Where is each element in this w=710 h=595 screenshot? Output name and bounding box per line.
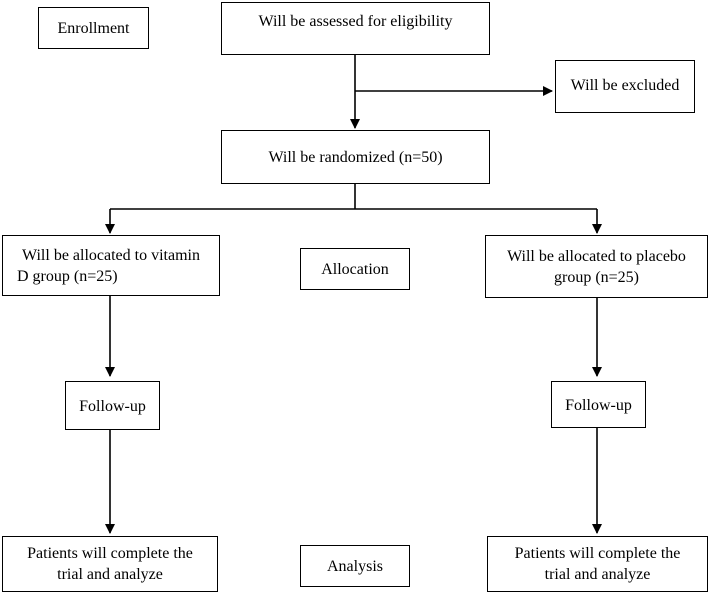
complete-right-box: Patients will complete the trial and ana… bbox=[487, 536, 708, 592]
complete-left-line2: trial and analyze bbox=[57, 566, 163, 583]
followup-right-text: Follow-up bbox=[565, 397, 632, 414]
vitamin-d-group-line2: D group (n=25) bbox=[17, 267, 118, 285]
eligibility-box: Will be assessed for eligibility bbox=[221, 2, 490, 55]
followup-left-text: Follow-up bbox=[79, 398, 146, 415]
stage-allocation-label: Allocation bbox=[321, 260, 389, 278]
complete-left-line1: Patients will complete the bbox=[27, 545, 193, 562]
followup-right-box: Follow-up bbox=[551, 381, 646, 428]
stage-enrollment-label: Enrollment bbox=[57, 19, 130, 37]
complete-right-line2: trial and analyze bbox=[544, 566, 651, 583]
stage-allocation: Allocation bbox=[300, 248, 410, 290]
excluded-box: Will be excluded bbox=[555, 60, 695, 113]
complete-left-box: Patients will complete the trial and ana… bbox=[2, 536, 218, 592]
vitamin-d-group-line1: Will be allocated to vitamin bbox=[22, 246, 200, 264]
complete-right-line1: Patients will complete the bbox=[514, 545, 681, 562]
eligibility-text: Will be assessed for eligibility bbox=[258, 13, 453, 30]
excluded-text: Will be excluded bbox=[570, 77, 680, 94]
randomized-box: Will be randomized (n=50) bbox=[221, 130, 490, 184]
placebo-group-box: Will be allocated to placebo group (n=25… bbox=[485, 235, 708, 298]
stage-analysis-label: Analysis bbox=[327, 557, 383, 575]
vitamin-d-group-box: Will be allocated to vitamin D group (n=… bbox=[2, 235, 220, 296]
placebo-group-line2: group (n=25) bbox=[553, 268, 639, 286]
stage-analysis: Analysis bbox=[300, 545, 410, 587]
followup-left-box: Follow-up bbox=[65, 381, 160, 430]
stage-enrollment: Enrollment bbox=[38, 7, 149, 49]
placebo-group-line1: Will be allocated to placebo bbox=[507, 247, 686, 265]
randomized-text: Will be randomized (n=50) bbox=[268, 148, 443, 166]
